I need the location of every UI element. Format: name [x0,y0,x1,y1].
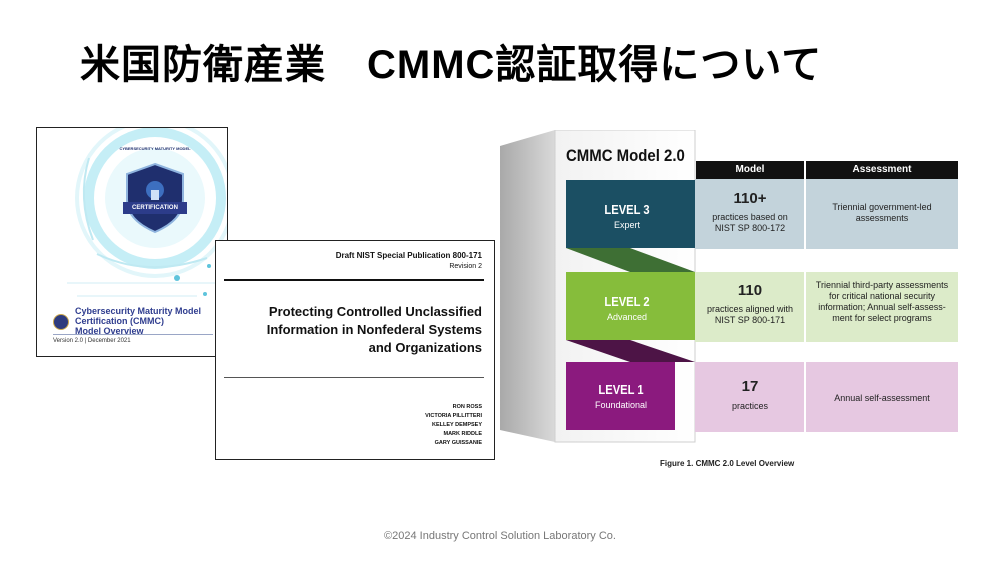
cover-title-line: Cybersecurity Maturity Model [75,306,202,316]
assessment-line: Annual self-assessment [834,393,930,403]
cmmc-model-shapes [500,130,958,443]
level-2-assessment: Triennial third-party assessments for cr… [807,280,957,324]
level-1-count: 17 [741,378,759,395]
level-3-name: LEVEL 3 [604,202,650,217]
assessment-line: ment for select programs [832,313,932,323]
nist-title: Protecting Controlled Unclassified Infor… [232,303,482,357]
model-text-line: practices [731,401,768,411]
slide-title: 米国防衛産業 CMMC認証取得について [80,43,823,87]
nist-author: VICTORIA PILLITTERI [425,413,482,419]
cover-title-line: Model Overview [75,326,144,336]
nist-author: RON ROSS [452,404,482,410]
assessment-line: Triennial government-led [832,202,932,212]
cover-title: Cybersecurity Maturity Model Certificati… [75,306,225,336]
level-1-sub: Foundational [594,400,648,410]
level-3-model-text: practices based on NIST SP 800-172 [698,212,802,234]
nist-divider [224,377,484,378]
cover-version: Version 2.0 | December 2021 [53,338,131,344]
assessment-line: for critical national security [828,291,936,301]
level-1-row [695,362,958,432]
model-text-line: practices based on [712,212,788,222]
nist-sp800-171-document: Draft NIST Special Publication 800-171 R… [215,240,495,460]
model-text-line: NIST SP 800-172 [714,223,786,233]
column-header-model: Model [696,161,804,179]
model-text-line: NIST SP 800-171 [714,315,786,325]
cover-decorative-art [67,128,227,297]
cover-title-line: Certification (CMMC) [75,316,164,326]
nist-publication: Draft NIST Special Publication 800-171 [335,251,482,260]
level-2-row [695,272,958,342]
level-1-model-text: practices [698,401,802,412]
level-2-block [566,272,695,340]
level-3-block [566,180,695,248]
nist-title-line: Information in Nonfederal Systems [266,322,482,337]
cover-badge-arc-text: CYBERSECURITY MATURITY MODEL [119,146,191,151]
assessment-line: information; Annual self-assess- [818,302,946,312]
level-3-sub: Expert [613,220,640,230]
level-3-assessment: Triennial government-led assessments [807,202,957,224]
nist-authors: RON ROSS VICTORIA PILLITTERI KELLEY DEMP… [425,403,482,448]
model-heading: CMMC Model 2.0 [566,146,685,165]
level-3-count: 110+ [733,190,767,207]
dod-seal-icon [53,314,69,330]
column-header-assessment: Assessment [806,161,958,179]
level-2-name: LEVEL 2 [604,294,650,309]
model-box-side [500,130,555,442]
level-3-row [695,179,958,249]
level-1-name: LEVEL 1 [598,382,644,397]
nist-title-line: and Organizations [368,340,482,355]
nist-top-rule [224,279,484,281]
nist-author: KELLEY DEMPSEY [431,422,482,428]
level-2-sub: Advanced [606,312,648,322]
nist-revision: Revision 2 [449,263,482,270]
model-text-line: practices aligned with [706,304,794,314]
cmmc-cover-document: CERTIFICATION CYBERSECURITY MATURITY MOD… [36,127,228,357]
copyright-footer: ©2024 Industry Control Solution Laborato… [384,530,616,542]
assessment-line: assessments [855,213,909,223]
figure-caption: Figure 1. CMMC 2.0 Level Overview [660,459,795,468]
level-2-to-1-ribbon [566,340,695,362]
nist-author: GARY GUISSANIE [434,440,482,446]
nist-author: MARK RIDDLE [443,431,483,437]
cover-divider [53,334,213,335]
level-2-count: 110 [737,282,763,299]
level-1-block [566,362,675,430]
nist-title-line: Protecting Controlled Unclassified [268,304,482,319]
cmmc-model-diagram: CMMC Model 2.0 Model Assessment LEVEL 3 … [500,130,960,450]
level-1-assessment: Annual self-assessment [807,393,957,404]
level-2-model-text: practices aligned with NIST SP 800-171 [698,304,802,326]
cover-badge-ribbon: CERTIFICATION [132,205,178,211]
assessment-line: Triennial third-party assessments [815,280,949,290]
level-3-to-2-ribbon [566,248,695,272]
